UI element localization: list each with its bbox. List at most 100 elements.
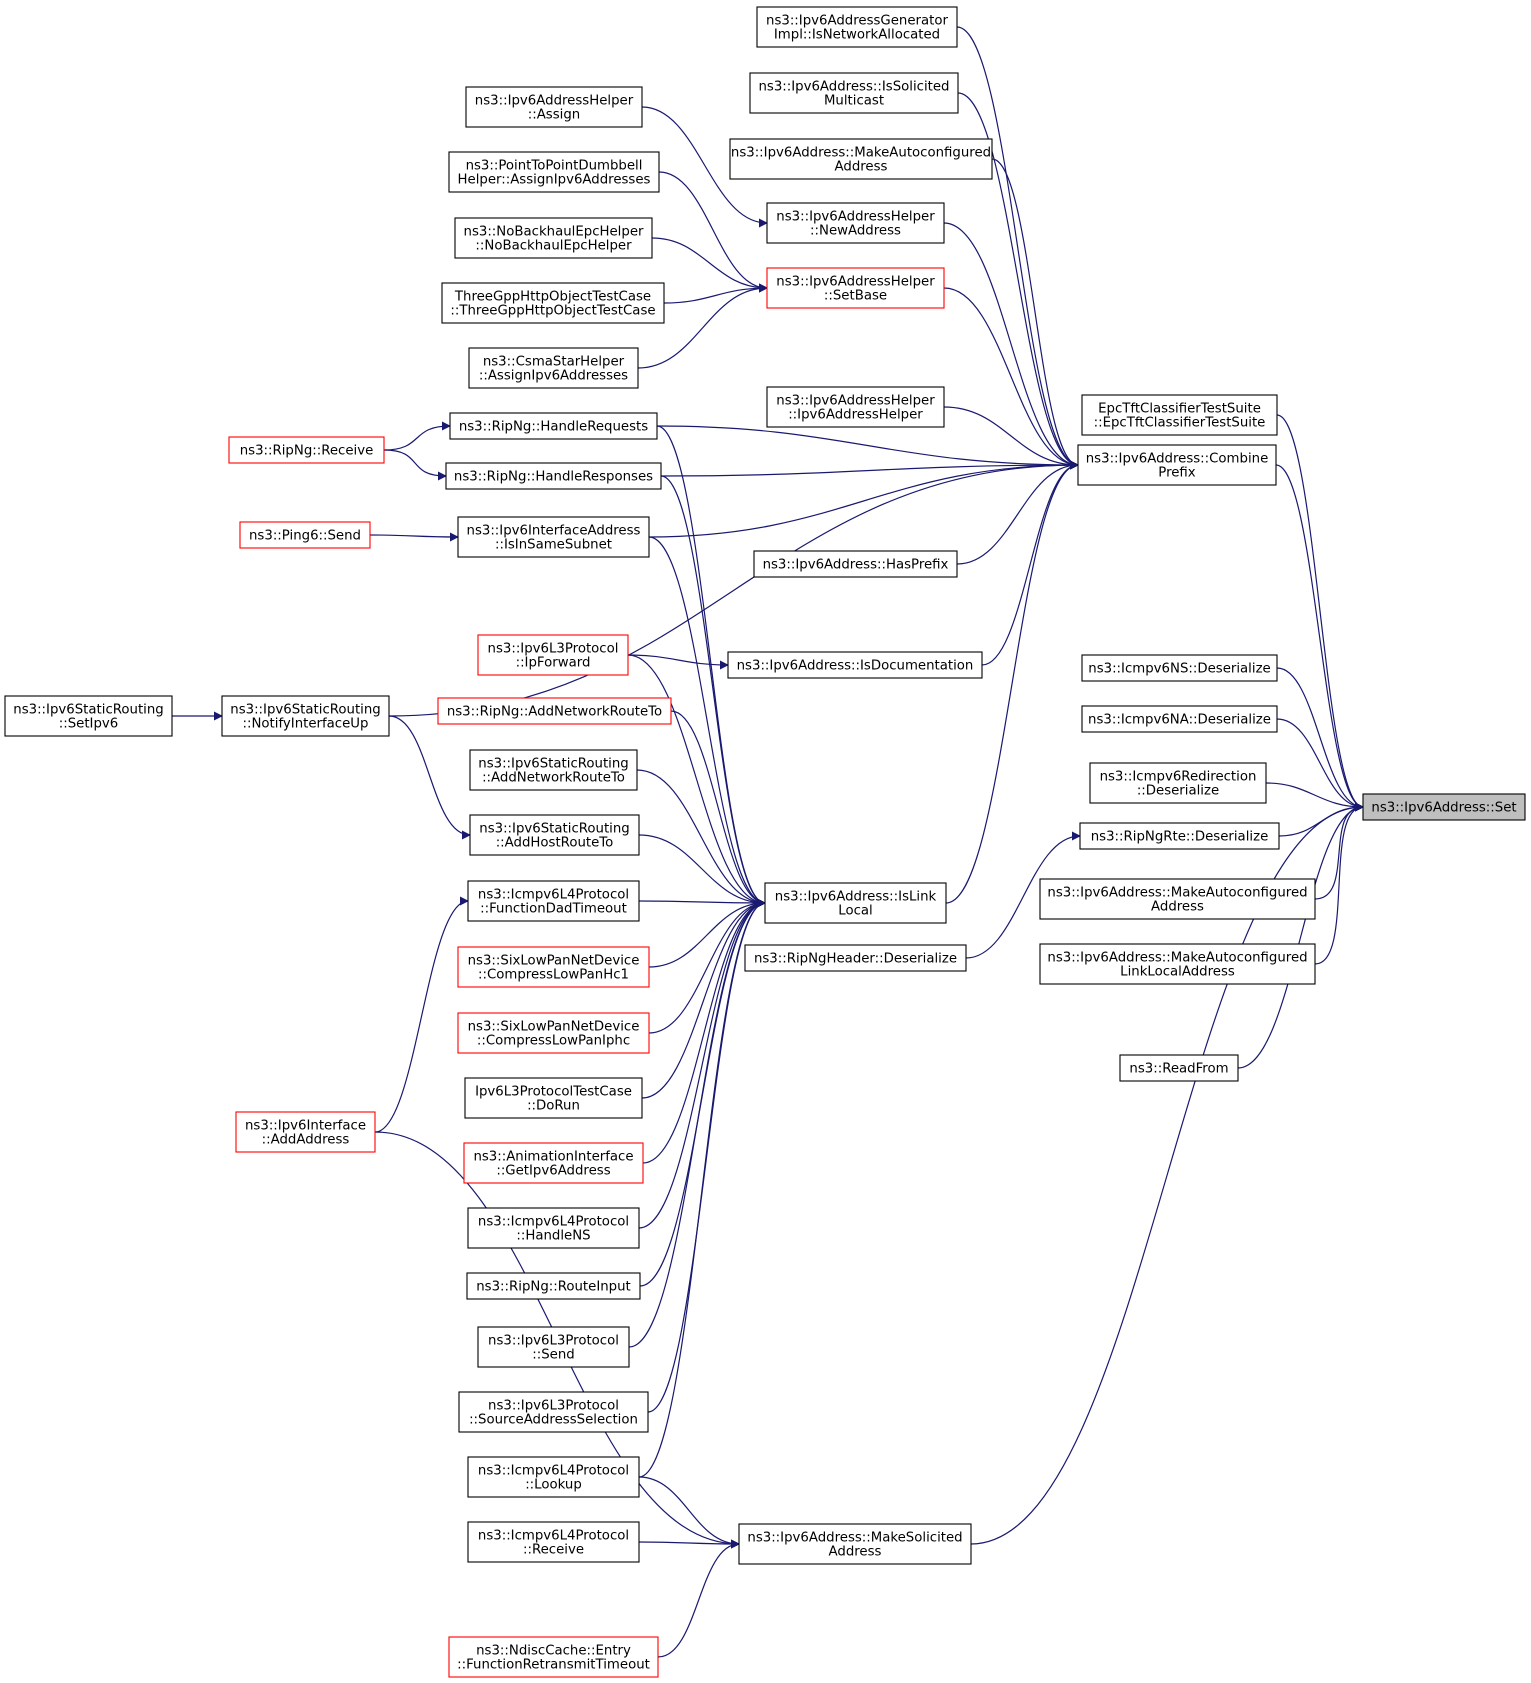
node-l3testrun-label-1: ::DoRun — [527, 1099, 580, 1114]
node-iphc-box — [457, 1012, 650, 1054]
node-l3send-label-1: ::Send — [532, 1348, 574, 1363]
node-makeautoaddr2[interactable]: ns3::Ipv6Address::MakeAutoconfiguredAddr… — [1039, 878, 1316, 920]
node-nobackhaul[interactable]: ns3::NoBackhaulEpcHelper::NoBackhaulEpcH… — [454, 217, 653, 259]
node-staticaddnet[interactable]: ns3::Ipv6StaticRouting::AddNetworkRouteT… — [469, 749, 638, 791]
node-ripngheader[interactable]: ns3::RipNgHeader::Deserialize — [744, 944, 967, 972]
node-icmpreceive[interactable]: ns3::Icmpv6L4Protocol::Receive — [467, 1521, 640, 1563]
node-srcaddrsel-label-0: ns3::Ipv6L3Protocol — [488, 1399, 619, 1414]
node-routeinput[interactable]: ns3::RipNg::RouteInput — [466, 1272, 641, 1300]
node-readfrom[interactable]: ns3::ReadFrom — [1119, 1054, 1239, 1082]
edge-l3testrun-to-islinklocal — [641, 898, 766, 1099]
node-ripngaddnet[interactable]: ns3::RipNg::AddNetworkRouteTo — [437, 697, 672, 725]
node-ping6send-box — [239, 521, 371, 549]
edge-isdoc-to-combine — [981, 460, 1079, 666]
node-staticaddhost-label-1: ::AddHostRouteTo — [496, 836, 614, 851]
node-makeautoaddr2-box — [1039, 878, 1316, 920]
edge-ripngreceive-to-handleresp — [383, 449, 447, 481]
node-threegpp[interactable]: ThreeGppHttpObjectTestCase::ThreeGppHttp… — [441, 282, 665, 324]
node-isinsamesubnet[interactable]: ns3::Ipv6InterfaceAddress::IsInSameSubne… — [457, 516, 650, 558]
edge-epctft-to-set — [1276, 414, 1364, 812]
node-newaddress-label-0: ns3::Ipv6AddressHelper — [776, 210, 935, 225]
node-csmastar-box — [468, 347, 639, 389]
node-ripngrte-label-0: ns3::RipNgRte::Deserialize — [1091, 830, 1269, 845]
node-srcaddrsel[interactable]: ns3::Ipv6L3Protocol::SourceAddressSelect… — [458, 1391, 649, 1433]
node-ifaceaddaddr-label-1: ::AddAddress — [262, 1133, 350, 1148]
node-ping6send[interactable]: ns3::Ping6::Send — [239, 521, 371, 549]
node-makeautoaddr1-label-1: Address — [835, 160, 888, 175]
node-assign-label-0: ns3::Ipv6AddressHelper — [475, 94, 634, 109]
node-handlereq-label-0: ns3::RipNg::HandleRequests — [459, 420, 648, 435]
node-ripngreceive[interactable]: ns3::RipNg::Receive — [228, 436, 385, 464]
node-hc1[interactable]: ns3::SixLowPanNetDevice::CompressLowPanH… — [457, 946, 650, 988]
node-setipv6-box — [4, 695, 173, 737]
node-threegpp-box — [441, 282, 665, 324]
node-dumbbell[interactable]: ns3::PointToPointDumbbellHelper::AssignI… — [448, 151, 660, 193]
node-ripngreceive-label-0: ns3::RipNg::Receive — [240, 444, 374, 459]
node-addrhelperctor[interactable]: ns3::Ipv6AddressHelper::Ipv6AddressHelpe… — [766, 386, 945, 428]
node-handleresp-label-0: ns3::RipNg::HandleResponses — [454, 470, 653, 485]
node-isdoc[interactable]: ns3::Ipv6Address::IsDocumentation — [727, 651, 983, 679]
node-ripngrte[interactable]: ns3::RipNgRte::Deserialize — [1079, 822, 1280, 850]
node-issolicited-label-0: ns3::Ipv6Address::IsSolicited — [758, 80, 949, 95]
node-ifaceaddaddr[interactable]: ns3::Ipv6Interface::AddAddress — [235, 1111, 376, 1153]
edge-makesolicited-to-set — [970, 802, 1364, 1545]
node-setbase[interactable]: ns3::Ipv6AddressHelper::SetBase — [766, 267, 945, 309]
node-ndisc[interactable]: ns3::NdiscCache::Entry::FunctionRetransm… — [448, 1636, 659, 1678]
node-handleresp[interactable]: ns3::RipNg::HandleResponses — [445, 462, 662, 490]
node-epctft[interactable]: EpcTftClassifierTestSuite::EpcTftClassif… — [1081, 394, 1278, 436]
node-islinklocal-label-1: Local — [838, 904, 872, 919]
node-ndisc-label-0: ns3::NdiscCache::Entry — [476, 1644, 631, 1659]
node-icmpredir-label-0: ns3::Icmpv6Redirection — [1100, 770, 1257, 785]
node-icmpna-label-0: ns3::Icmpv6NA::Deserialize — [1088, 713, 1271, 728]
node-setipv6[interactable]: ns3::Ipv6StaticRouting::SetIpv6 — [4, 695, 173, 737]
node-hasprefix-box — [753, 550, 958, 578]
node-handleresp-box — [445, 462, 662, 490]
node-notifyup[interactable]: ns3::Ipv6StaticRouting::NotifyInterfaceU… — [221, 695, 390, 737]
node-makeautoaddr1[interactable]: ns3::Ipv6Address::MakeAutoconfiguredAddr… — [729, 138, 993, 180]
node-icmpna[interactable]: ns3::Icmpv6NA::Deserialize — [1081, 705, 1278, 733]
node-handlens[interactable]: ns3::Icmpv6L4Protocol::HandleNS — [467, 1207, 640, 1249]
node-animgetipv6[interactable]: ns3::AnimationInterface::GetIpv6Address — [463, 1142, 644, 1184]
node-assign[interactable]: ns3::Ipv6AddressHelper::Assign — [465, 86, 643, 128]
node-assign-label-1: ::Assign — [528, 108, 580, 123]
node-iphc[interactable]: ns3::SixLowPanNetDevice::CompressLowPanI… — [457, 1012, 650, 1054]
edge-threegpp-to-setbase — [663, 283, 768, 304]
edge-issolicited-to-combine — [957, 92, 1079, 470]
node-csmastar[interactable]: ns3::CsmaStarHelper::AssignIpv6Addresses — [468, 347, 639, 389]
edge-icmpredir-to-set — [1265, 782, 1364, 812]
node-ipforward-label-0: ns3::Ipv6L3Protocol — [488, 642, 619, 657]
node-l3send[interactable]: ns3::Ipv6L3Protocol::Send — [477, 1326, 630, 1368]
edges-layer — [172, 26, 1364, 1658]
node-animgetipv6-box — [463, 1142, 644, 1184]
node-isinsamesubnet-label-1: ::IsInSameSubnet — [495, 538, 612, 553]
node-isdoc-box — [727, 651, 983, 679]
node-makeautoll[interactable]: ns3::Ipv6Address::MakeAutoconfiguredLink… — [1039, 943, 1316, 985]
node-dadtimeout[interactable]: ns3::Icmpv6L4Protocol::FunctionDadTimeou… — [467, 880, 640, 922]
node-epctft-label-1: ::EpcTftClassifierTestSuite — [1094, 416, 1266, 431]
edge-handleresp-to-islinklocal — [660, 475, 766, 908]
node-handlereq[interactable]: ns3::RipNg::HandleRequests — [449, 412, 658, 440]
node-notifyup-label-0: ns3::Ipv6StaticRouting — [230, 703, 380, 718]
node-icmpns[interactable]: ns3::Icmpv6NS::Deserialize — [1081, 654, 1278, 682]
node-animgetipv6-label-0: ns3::AnimationInterface — [473, 1150, 633, 1165]
node-staticaddhost[interactable]: ns3::Ipv6StaticRouting::AddHostRouteTo — [469, 814, 640, 856]
node-hasprefix[interactable]: ns3::Ipv6Address::HasPrefix — [753, 550, 958, 578]
node-genimpl[interactable]: ns3::Ipv6AddressGeneratorImpl::IsNetwork… — [756, 6, 958, 48]
node-islinklocal-box — [764, 882, 947, 924]
node-routeinput-label-0: ns3::RipNg::RouteInput — [476, 1280, 631, 1295]
node-newaddress[interactable]: ns3::Ipv6AddressHelper::NewAddress — [766, 202, 945, 244]
node-l3testrun[interactable]: Ipv6L3ProtocolTestCase::DoRun — [464, 1077, 643, 1119]
node-animgetipv6-label-1: ::GetIpv6Address — [496, 1164, 610, 1179]
edge-makeautoaddr1-to-combine — [991, 158, 1079, 470]
node-setipv6-label-1: ::SetIpv6 — [59, 717, 119, 732]
node-handlens-label-0: ns3::Icmpv6L4Protocol — [478, 1215, 629, 1230]
node-set[interactable]: ns3::Ipv6Address::Set — [1362, 793, 1526, 821]
node-icmpredir[interactable]: ns3::Icmpv6Redirection::Deserialize — [1089, 762, 1267, 804]
edge-ifaceaddaddr-to-dadtimeout — [374, 896, 469, 1133]
node-ipforward[interactable]: ns3::Ipv6L3Protocol::IpForward — [477, 634, 629, 676]
node-lookup[interactable]: ns3::Icmpv6L4Protocol::Lookup — [467, 1456, 640, 1498]
